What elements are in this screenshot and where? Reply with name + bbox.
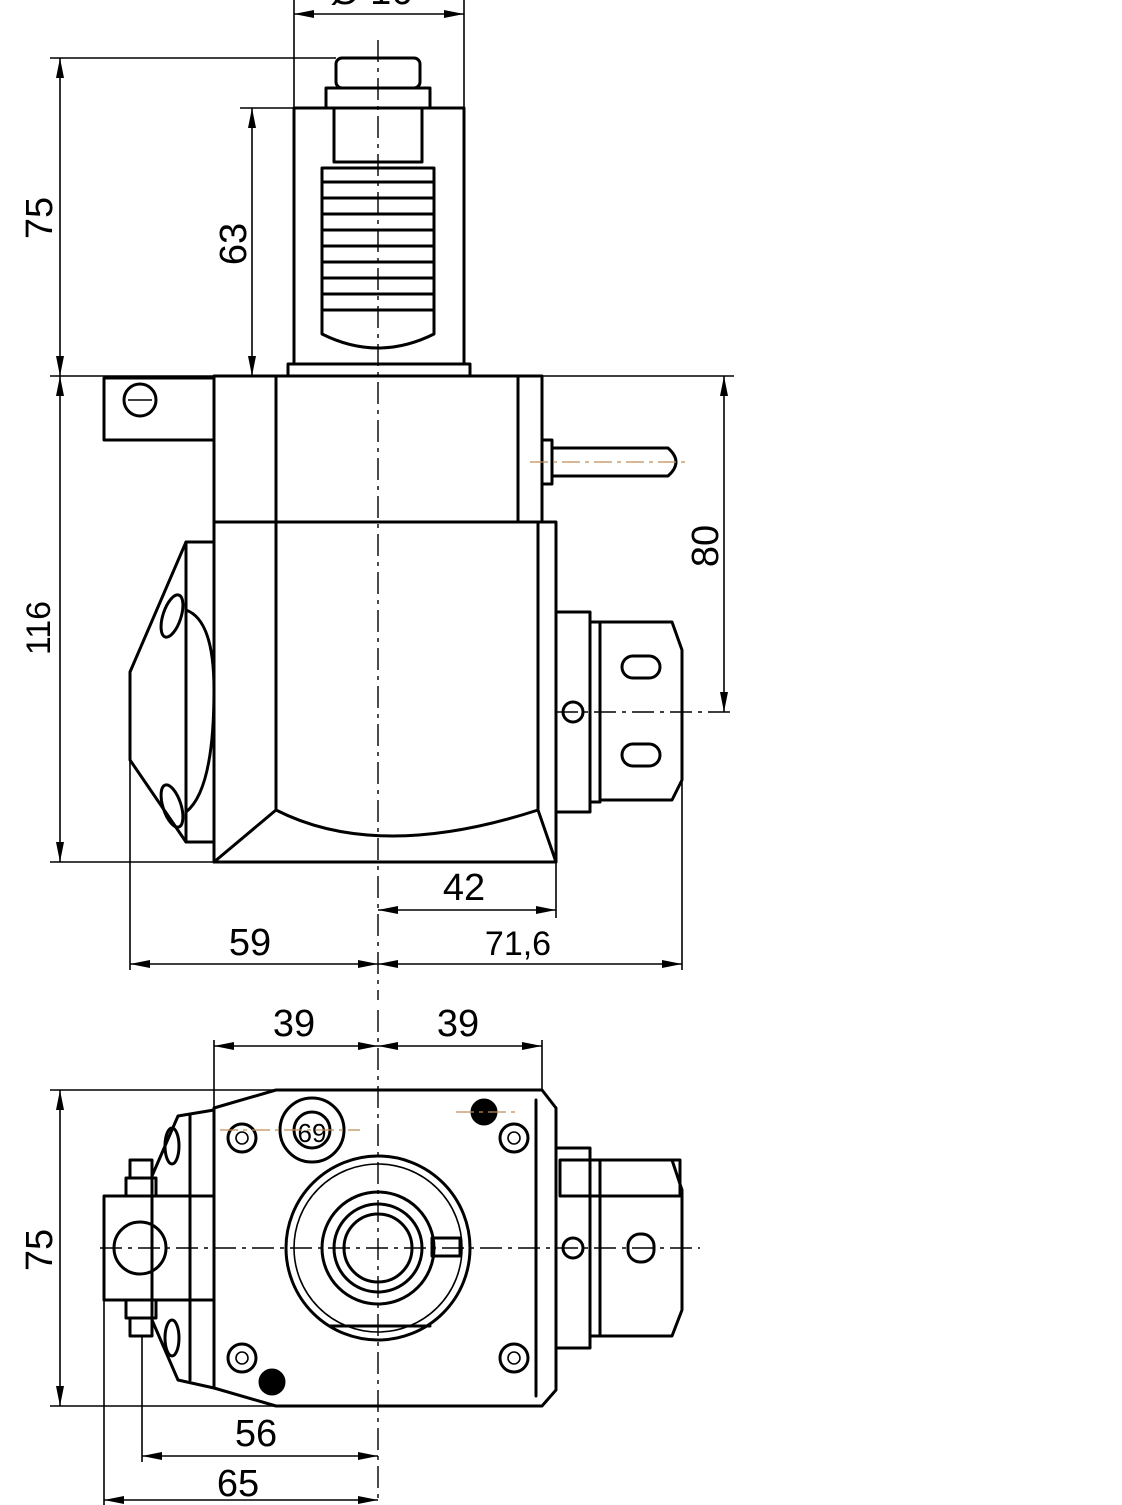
dim-width-right: 71,6 [485,925,551,963]
left-flange [128,540,216,844]
dim-plan-right-half: 39 [437,1003,479,1045]
plan-dimensions: 39 39 75 56 65 [19,1003,543,1505]
dim-plan-offset-56: 56 [235,1413,277,1455]
dim-plan-offset-65: 65 [217,1463,259,1505]
body-lower-block [212,520,558,864]
clamp-tab [102,376,216,442]
plan-view: 69 [100,1010,700,1500]
threaded-shank [320,166,436,350]
plan-clamp-block [102,1158,216,1338]
svg-text:69: 69 [298,1118,327,1148]
side-dimensions: Ø 16 75 63 116 80 42 59 71,6 [19,0,734,970]
side-view [102,40,730,1000]
plan-screws [220,1098,530,1396]
dim-upper-height: 75 [19,197,61,239]
shank-housing [286,106,472,378]
plan-left-flange [150,1108,216,1390]
dim-plan-height: 75 [19,1229,61,1271]
dim-shank-length: 63 [213,223,255,265]
collet-output [554,610,730,814]
dim-width-left: 59 [229,922,271,964]
spindle-nut [324,56,432,164]
dim-offset-42: 42 [443,867,485,909]
plan-collet [554,1146,684,1350]
dim-top-diameter: Ø 16 [330,0,412,13]
coolant-pin [530,438,690,486]
dim-plan-left-half: 39 [273,1003,315,1045]
dim-body-height: 116 [20,601,58,655]
plan-center-bore [284,1154,472,1342]
dim-output-height: 80 [685,525,727,567]
plan-main-plate [212,1088,558,1408]
